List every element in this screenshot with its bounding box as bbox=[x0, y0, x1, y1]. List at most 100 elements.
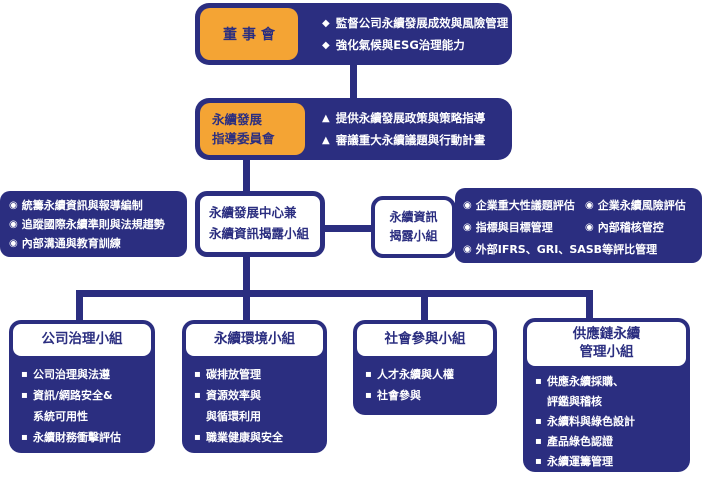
secretariat-duty-text: 內部溝通與教育訓練 bbox=[21, 237, 121, 250]
list-item: ▪ 人才永續與人權 bbox=[365, 364, 491, 385]
square-bullet-icon: ▪ bbox=[21, 369, 28, 380]
target-bullet-icon: ◉ bbox=[9, 237, 18, 249]
duty-row: ◉ 外部IFRS、GRI、SASB等評比管理 bbox=[463, 239, 702, 261]
center-box: 永續發展中心兼 永續資訊揭露小組 bbox=[195, 191, 325, 257]
list-item: ▪ 永續運籌管理 bbox=[535, 452, 684, 472]
duty-text: 企業重大性議題評估 bbox=[475, 199, 575, 212]
list-item: ▪ 供應永續採購、 評鑑與稽核 bbox=[535, 372, 684, 412]
target-bullet-icon: ◉ bbox=[463, 222, 472, 233]
list-item: ◉ 企業永續風險評估 bbox=[585, 195, 686, 217]
duty-row: ◉ 企業重大性議題評估 ◉ 企業永續風險評估 bbox=[463, 195, 702, 217]
square-bullet-icon: ▪ bbox=[365, 390, 372, 401]
secretariat-duty-text: 統籌永續資訊與報導編制 bbox=[21, 199, 143, 212]
disclosure-title-box: 永續資訊 揭露小組 bbox=[371, 196, 456, 258]
list-item: ▪ 職業健康與安全 bbox=[194, 427, 321, 448]
team-supplychain-box: 供應鏈永續 管理小組 ▪ 供應永續採購、 評鑑與稽核 ▪ 永續料與綠色設計 ▪ … bbox=[523, 318, 690, 472]
board-title-box: 董事會 bbox=[200, 8, 298, 60]
team-item-text: 職業健康與安全 bbox=[206, 431, 283, 444]
triangle-bullet-icon: ▲ bbox=[322, 112, 330, 124]
square-bullet-icon: ▪ bbox=[535, 416, 542, 427]
square-bullet-icon: ▪ bbox=[535, 436, 542, 447]
target-bullet-icon: ◉ bbox=[585, 200, 594, 211]
duty-row: ◉ 指標與目標管理 ◉ 內部稽核管控 bbox=[463, 217, 702, 239]
list-item: ▪ 產品綠色認證 bbox=[535, 432, 684, 452]
team-item-text: 永續運籌管理 bbox=[547, 455, 613, 468]
team-item-text: 公司治理與法遵 bbox=[33, 368, 110, 381]
list-item: ◉ 內部溝通與教育訓練 bbox=[9, 235, 187, 251]
duty-text: 內部稽核管控 bbox=[597, 221, 664, 234]
square-bullet-icon: ▪ bbox=[21, 432, 28, 443]
team-item-text: 產品綠色認證 bbox=[547, 435, 613, 448]
target-bullet-icon: ◉ bbox=[585, 222, 594, 233]
team-governance-items: ▪ 公司治理與法遵 ▪ 資訊/網路安全& 系統可用性 ▪ 永續財務衝擊評估 bbox=[13, 356, 151, 448]
list-item: ◆ 監督公司永續發展成效與風險管理 bbox=[322, 15, 509, 31]
team-item-text: 資源效率與 與循環利用 bbox=[206, 389, 261, 423]
target-bullet-icon: ◉ bbox=[9, 199, 18, 211]
connector-drop-governance bbox=[76, 290, 83, 321]
steering-duty-text: 提供永續發展政策與策略指導 bbox=[335, 111, 486, 125]
team-item-text: 人才永續與人權 bbox=[377, 368, 454, 381]
target-bullet-icon: ◉ bbox=[463, 200, 472, 211]
team-environment-title: 永續環境小組 bbox=[186, 324, 323, 356]
list-item: ▪ 永續財務衝擊評估 bbox=[21, 427, 149, 448]
team-item-text: 供應永續採購、 評鑑與稽核 bbox=[547, 375, 624, 408]
connector-steering-center bbox=[243, 160, 250, 191]
list-item: ◉ 內部稽核管控 bbox=[585, 217, 664, 239]
diamond-bullet-icon: ◆ bbox=[322, 39, 330, 51]
team-item-text: 社會參與 bbox=[377, 389, 421, 402]
connector-drop-supplychain bbox=[586, 290, 593, 319]
board-box: 董事會 ◆ 監督公司永續發展成效與風險管理 ◆ 強化氣候與ESG治理能力 bbox=[195, 3, 512, 65]
list-item: ◉ 企業重大性議題評估 bbox=[463, 195, 585, 217]
team-item-text: 碳排放管理 bbox=[206, 368, 261, 381]
connector-bus bbox=[76, 290, 593, 297]
list-item: ◉ 統籌永續資訊與報導編制 bbox=[9, 197, 187, 213]
team-item-text: 資訊/網路安全& 系統可用性 bbox=[33, 389, 113, 423]
square-bullet-icon: ▪ bbox=[194, 390, 201, 401]
list-item: ▪ 碳排放管理 bbox=[194, 364, 321, 385]
connector-board-steering bbox=[350, 64, 357, 98]
board-duties: ◆ 監督公司永續發展成效與風險管理 ◆ 強化氣候與ESG治理能力 bbox=[322, 3, 509, 65]
team-supplychain-title: 供應鏈永續 管理小組 bbox=[527, 322, 686, 366]
list-item: ▪ 社會參與 bbox=[365, 385, 491, 406]
square-bullet-icon: ▪ bbox=[365, 369, 372, 380]
board-duty-text: 強化氣候與ESG治理能力 bbox=[335, 38, 465, 52]
duty-text: 企業永續風險評估 bbox=[597, 199, 686, 212]
list-item: ▲ 提供永續發展政策與策略指導 bbox=[322, 110, 506, 126]
duty-text: 外部IFRS、GRI、SASB等評比管理 bbox=[475, 243, 658, 256]
team-governance-box: 公司治理小組 ▪ 公司治理與法遵 ▪ 資訊/網路安全& 系統可用性 ▪ 永續財務… bbox=[9, 320, 155, 453]
team-social-title: 社會參與小組 bbox=[357, 324, 493, 356]
steering-duty-text: 審議重大永續議題與行動計畫 bbox=[335, 133, 486, 147]
square-bullet-icon: ▪ bbox=[194, 432, 201, 443]
team-environment-box: 永續環境小組 ▪ 碳排放管理 ▪ 資源效率與 與循環利用 ▪ 職業健康與安全 bbox=[182, 320, 327, 453]
list-item: ▪ 資源效率與 與循環利用 bbox=[194, 385, 321, 427]
square-bullet-icon: ▪ bbox=[21, 390, 28, 401]
list-item: ▲ 審議重大永續議題與行動計畫 bbox=[322, 132, 506, 148]
team-social-box: 社會參與小組 ▪ 人才永續與人權 ▪ 社會參與 bbox=[353, 320, 497, 415]
list-item: ▪ 資訊/網路安全& 系統可用性 bbox=[21, 385, 149, 427]
team-social-items: ▪ 人才永續與人權 ▪ 社會參與 bbox=[357, 356, 493, 406]
team-item-text: 永續財務衝擊評估 bbox=[33, 431, 121, 444]
steering-duties: ▲ 提供永續發展政策與策略指導 ▲ 審議重大永續議題與行動計畫 bbox=[322, 98, 506, 160]
team-supplychain-items: ▪ 供應永續採購、 評鑑與稽核 ▪ 永續料與綠色設計 ▪ 產品綠色認證 ▪ 永續… bbox=[527, 366, 686, 472]
list-item: ◉ 指標與目標管理 bbox=[463, 217, 585, 239]
connector-drop-social bbox=[421, 290, 428, 321]
list-item: ◆ 強化氣候與ESG治理能力 bbox=[322, 37, 506, 53]
steering-title: 永續發展 指導委員會 bbox=[212, 111, 275, 146]
team-environment-items: ▪ 碳排放管理 ▪ 資源效率與 與循環利用 ▪ 職業健康與安全 bbox=[186, 356, 323, 448]
list-item: ▪ 公司治理與法遵 bbox=[21, 364, 149, 385]
square-bullet-icon: ▪ bbox=[535, 376, 542, 387]
steering-box: 永續發展 指導委員會 ▲ 提供永續發展政策與策略指導 ▲ 審議重大永續議題與行動… bbox=[195, 98, 512, 160]
team-governance-title: 公司治理小組 bbox=[13, 324, 151, 356]
square-bullet-icon: ▪ bbox=[535, 456, 542, 467]
disclosure-title: 永續資訊 揭露小組 bbox=[389, 209, 438, 243]
diamond-bullet-icon: ◆ bbox=[322, 17, 330, 29]
board-title: 董事會 bbox=[223, 27, 280, 43]
disclosure-duties-box: ◉ 企業重大性議題評估 ◉ 企業永續風險評估 ◉ 指標與目標管理 ◉ 內部稽核管… bbox=[455, 188, 702, 263]
board-duty-text: 監督公司永續發展成效與風險管理 bbox=[335, 16, 509, 30]
triangle-bullet-icon: ▲ bbox=[322, 134, 330, 146]
duty-text: 指標與目標管理 bbox=[475, 221, 553, 234]
list-item: ▪ 永續料與綠色設計 bbox=[535, 412, 684, 432]
connector-center-disclosure bbox=[325, 225, 371, 232]
target-bullet-icon: ◉ bbox=[463, 244, 472, 255]
secretariat-duty-text: 追蹤國際永續準則與法規趨勢 bbox=[21, 218, 165, 231]
